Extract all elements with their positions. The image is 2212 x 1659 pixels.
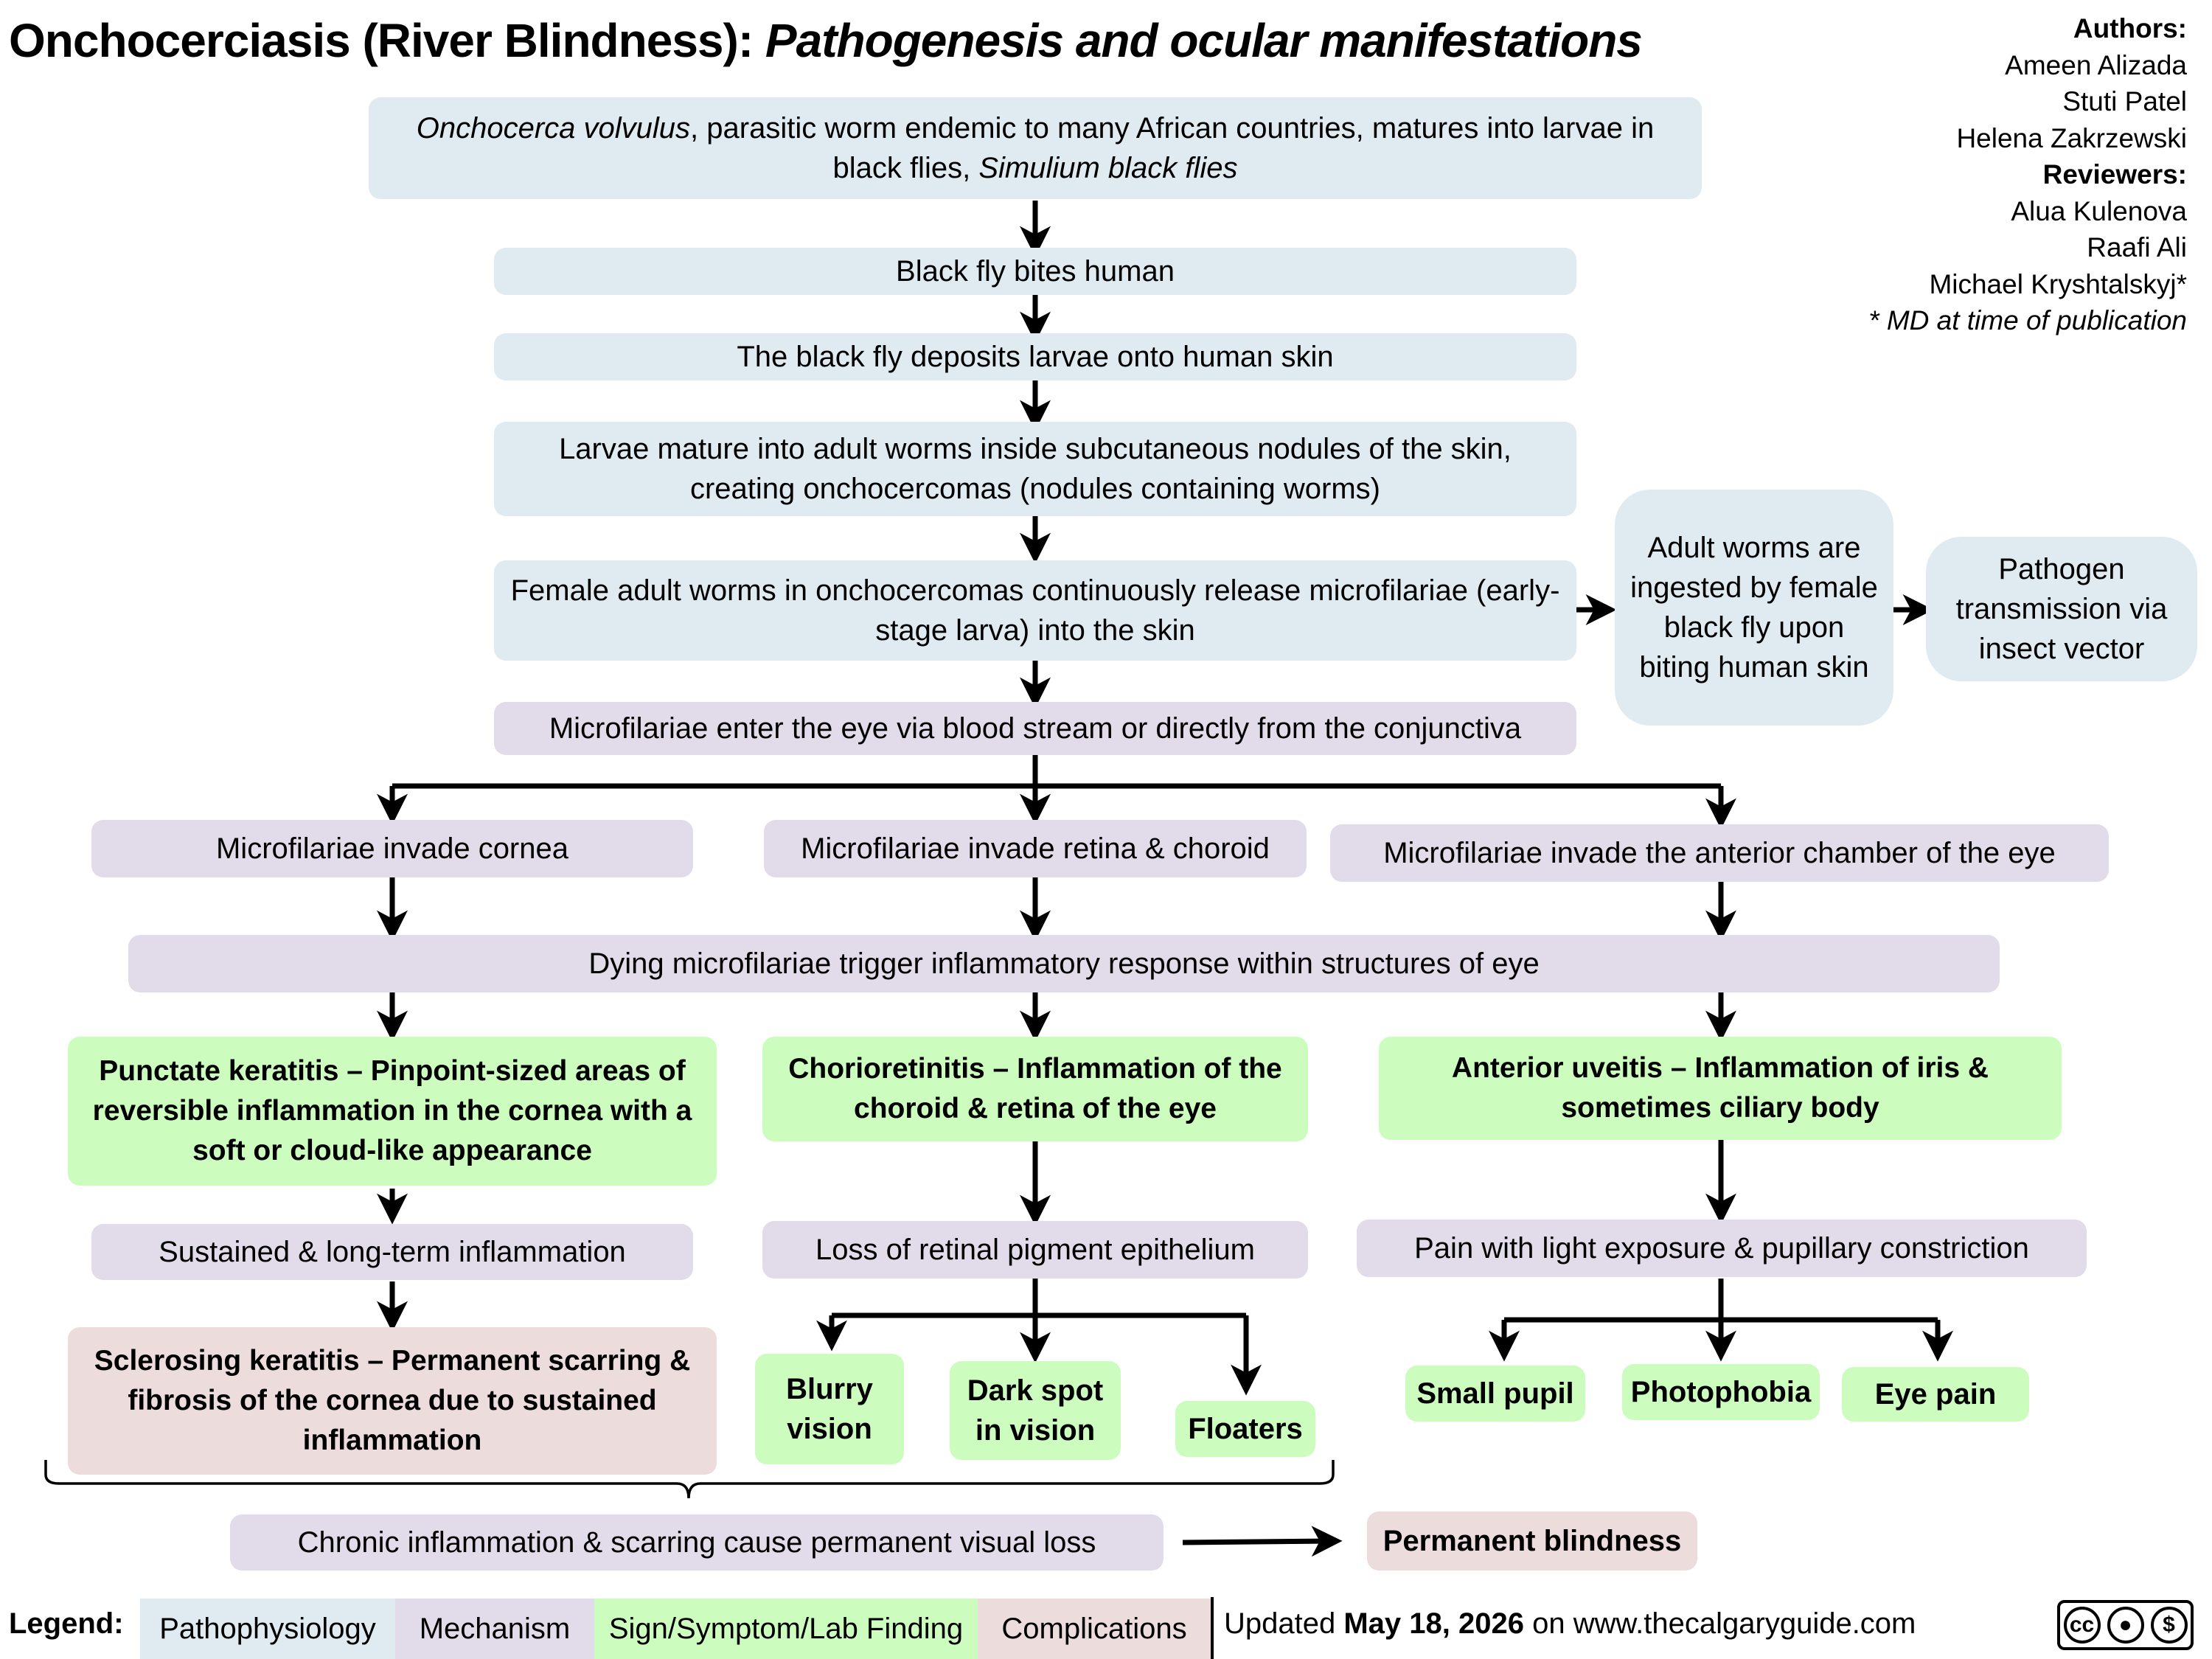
node-worms-ingested: Adult worms are ingested by female black… (1615, 490, 1893, 726)
title-main: Onchocerciasis (River Blindness): (9, 14, 765, 67)
credits-note: * MD at time of publication (1868, 305, 2187, 335)
legend-pathophysiology: Pathophysiology (140, 1599, 395, 1659)
updated-site: on www.thecalgaryguide.com (1523, 1607, 1916, 1640)
arrow-chronic-blindness (1182, 1526, 1343, 1557)
title-sub: Pathogenesis and ocular manifestations (765, 14, 1643, 67)
updated-date: May 18, 2026 (1343, 1607, 1524, 1640)
license-badge: cc ● $ (2057, 1600, 2194, 1650)
node-blurry-vision: Blurry vision (755, 1354, 904, 1464)
node-invade-cornea: Microfilariae invade cornea (91, 820, 693, 877)
node-larvae-mature: Larvae mature into adult worms inside su… (494, 422, 1576, 516)
node-chronic-visual-loss: Chronic inflammation & scarring cause pe… (230, 1514, 1164, 1571)
node-chorioretinitis: Chorioretinitis – Inflammation of the ch… (762, 1037, 1308, 1141)
node-anterior-uveitis: Anterior uveitis – Inflammation of iris … (1379, 1037, 2062, 1140)
node-sclerosing-keratitis: Sclerosing keratitis – Permanent scarrin… (68, 1327, 717, 1475)
node-eye-pain: Eye pain (1842, 1367, 2029, 1422)
reviewer-1: Alua Kulenova (2011, 195, 2187, 226)
node-sustained-inflammation: Sustained & long-term inflammation (91, 1224, 693, 1280)
node-loss-rpe: Loss of retinal pigment epithelium (762, 1221, 1308, 1279)
node-deposits-larvae: The black fly deposits larvae onto human… (494, 333, 1576, 380)
reviewer-2: Raafi Ali (2087, 232, 2187, 262)
node-photophobia: Photophobia (1622, 1364, 1820, 1420)
node-floaters: Floaters (1175, 1401, 1315, 1457)
node-invade-anterior: Microfilariae invade the anterior chambe… (1330, 824, 2109, 882)
legend-divider (1211, 1597, 1214, 1659)
updated-text: Updated May 18, 2026 on www.thecalgarygu… (1224, 1607, 1916, 1641)
nc-icon: $ (2150, 1607, 2188, 1644)
node-permanent-blindness: Permanent blindness (1367, 1512, 1697, 1571)
node-small-pupil: Small pupil (1405, 1366, 1585, 1422)
node-dying-microfilariae: Dying microfilariae trigger inflammatory… (128, 935, 2000, 992)
page-title: Onchocerciasis (River Blindness): Pathog… (9, 13, 1643, 68)
legend-complications: Complications (978, 1599, 1211, 1659)
legend-sign-symptom: Sign/Symptom/Lab Finding (594, 1599, 978, 1659)
authors-label: Authors: (2073, 13, 2187, 44)
node-dark-spot: Dark spot in vision (950, 1361, 1121, 1460)
author-2: Stuti Patel (2062, 86, 2187, 116)
node-enter-eye: Microfilariae enter the eye via blood st… (494, 702, 1576, 755)
node-black-fly-bites: Black fly bites human (494, 248, 1576, 295)
n1-italic: Onchocerca volvulus (416, 112, 691, 145)
by-icon: ● (2107, 1607, 2144, 1644)
node-release-microfilariae: Female adult worms in onchocercomas cont… (494, 560, 1576, 661)
node-punctate-keratitis: Punctate keratitis – Pinpoint-sized area… (68, 1037, 717, 1186)
bracket-brace (44, 1460, 1335, 1499)
node-pathogen-transmission: Pathogen transmission via insect vector (1926, 537, 2197, 681)
node-onchocerca: Onchocerca volvulus, parasitic worm ende… (369, 97, 1702, 199)
legend-label: Legend: (9, 1607, 124, 1640)
n1-text: , parasitic worm endemic to many African… (690, 112, 1655, 184)
reviewer-3: Michael Kryshtalskyj* (1929, 268, 2187, 299)
author-1: Ameen Alizada (2005, 49, 2187, 80)
reviewers-label: Reviewers: (2042, 159, 2187, 189)
node-pain-light: Pain with light exposure & pupillary con… (1357, 1220, 2087, 1277)
legend-mechanism: Mechanism (395, 1599, 594, 1659)
cc-icon: cc (2063, 1607, 2101, 1644)
updated-prefix: Updated (1224, 1607, 1344, 1640)
credits: Authors: Ameen Alizada Stuti Patel Helen… (1745, 10, 2187, 339)
author-3: Helena Zakrzewski (1956, 122, 2187, 153)
node-invade-retina: Microfilariae invade retina & choroid (764, 820, 1307, 877)
n1-italic2: Simulium black flies (978, 152, 1238, 184)
